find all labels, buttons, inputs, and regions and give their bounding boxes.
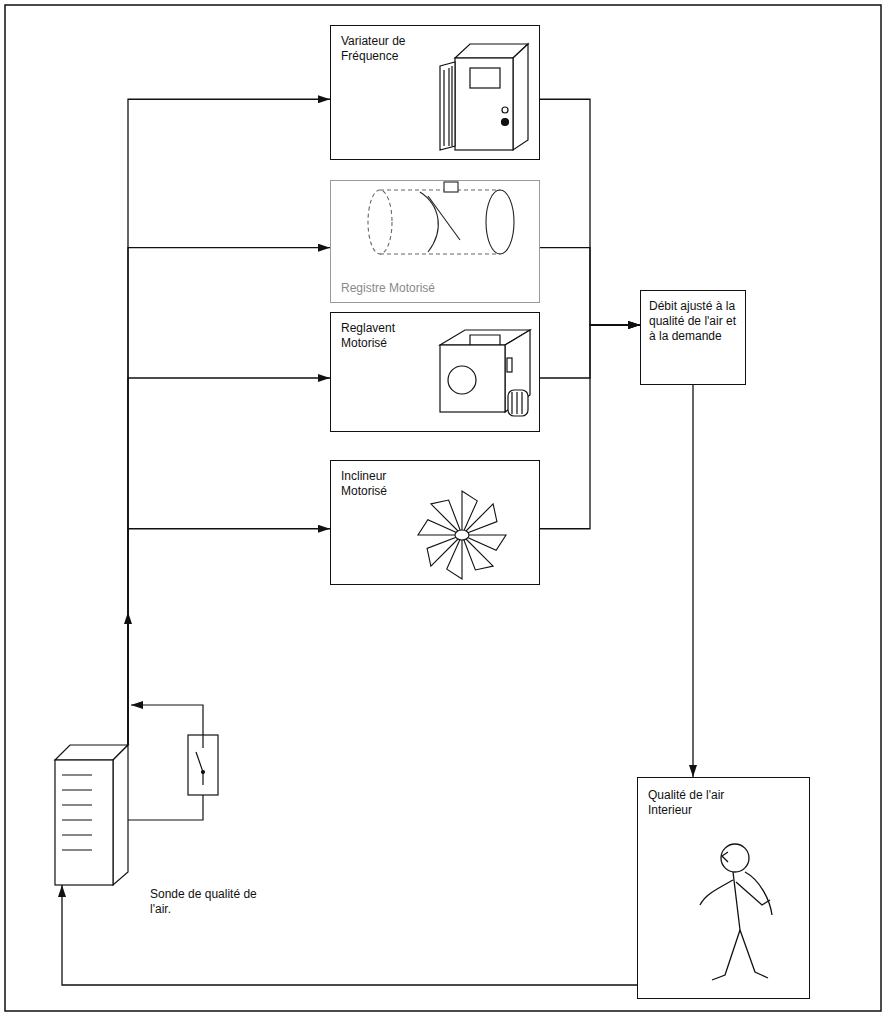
node-label: Débit ajusté à la qualité de l'air et à … — [649, 299, 739, 344]
sensor-cabinet — [55, 745, 128, 885]
reglavent-box: Reglavent Motorisé — [330, 312, 540, 432]
damper-box: Registre Motorisé — [330, 180, 540, 303]
fan-blade — [427, 535, 462, 566]
reglavent-unit — [440, 330, 530, 416]
sensor-node: Sonde de qualité de l'air. — [55, 745, 128, 885]
node-label: Sonde de qualité de l'air. — [150, 887, 262, 917]
node-label: Qualité de l'air Interieur — [648, 788, 738, 818]
node-label: Inclineur Motorisé — [341, 469, 421, 499]
flow-arrow — [62, 885, 637, 985]
person-figure — [700, 844, 772, 980]
air-quality-box: Qualité de l'air Interieur — [637, 777, 810, 999]
flow-arrow — [128, 378, 330, 745]
node-label: Reglavent Motorisé — [341, 321, 431, 351]
flow-arrow — [540, 325, 640, 529]
damper-duct — [368, 182, 514, 254]
flow-arrow — [540, 248, 640, 325]
flow-arrow — [692, 385, 693, 777]
node-label: Variateur de Fréquence — [341, 34, 436, 64]
fan-blade — [431, 500, 462, 535]
flow-box: Débit ajusté à la qualité de l'air et à … — [640, 290, 746, 385]
fan-blades — [418, 491, 506, 579]
outer-frame — [5, 5, 881, 1011]
switch-symbol — [128, 612, 218, 820]
flow-arrow — [128, 99, 330, 745]
fan-blade — [462, 504, 497, 535]
node-label: Registre Motorisé — [341, 281, 436, 296]
drive-box: Variateur de Fréquence — [330, 25, 540, 160]
flow-arrow — [128, 529, 330, 745]
fan-hub — [455, 530, 469, 540]
tilter-box: Inclineur Motorisé — [330, 460, 540, 585]
fan-blade — [462, 535, 493, 570]
drive-cabinet — [440, 44, 528, 150]
flow-arrow — [540, 99, 640, 325]
flow-arrow — [128, 248, 330, 745]
